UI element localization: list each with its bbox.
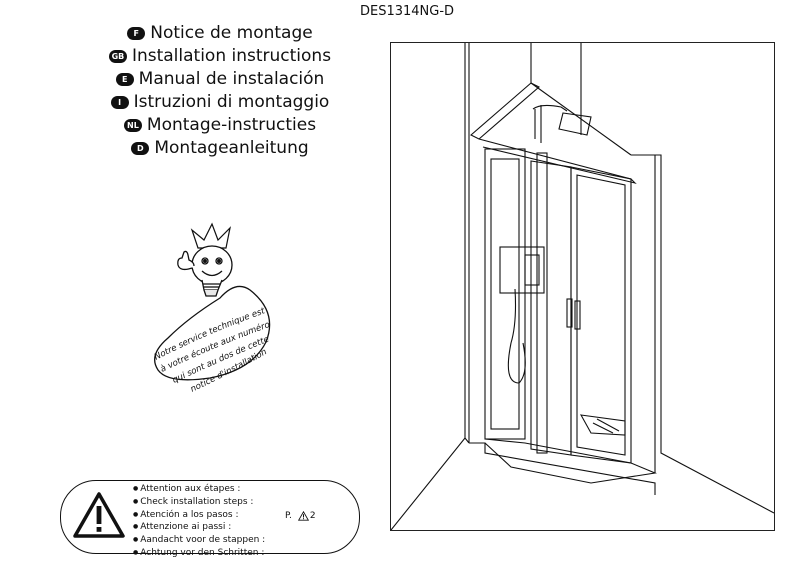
page-number: 2 — [309, 511, 316, 521]
step-line-nl: Aandacht voor de stappen : — [133, 534, 265, 547]
title-text-it: Istruzioni di montaggio — [133, 92, 330, 112]
page-reference: P. 2 — [285, 511, 316, 521]
country-badge-fr: F — [127, 27, 146, 40]
step-line-gb: Check installation steps : — [133, 496, 265, 509]
warning-callout: Attention aux étapes : Check installatio… — [60, 480, 360, 558]
step-line-es: Atención a los pasos : — [133, 509, 265, 522]
small-warning-icon — [297, 511, 309, 521]
country-badge-nl: NL — [123, 119, 142, 132]
language-list: F Notice de montage GB Installation instru… — [60, 22, 380, 160]
language-title-es: E Manual de instalación — [60, 68, 380, 91]
shower-drawing-icon — [390, 43, 775, 531]
title-text-nl: Montage-instructies — [146, 115, 317, 135]
title-text-es: Manual de instalación — [138, 69, 325, 89]
speech-swoosh — [154, 285, 271, 381]
lightbulb-character-icon — [177, 245, 233, 297]
language-title-de: D Montageanleitung — [60, 137, 380, 160]
language-title-it: I Istruzioni di montaggio — [60, 91, 380, 114]
country-badge-es: E — [115, 73, 134, 86]
title-text-de: Montageanleitung — [154, 138, 309, 158]
language-title-nl: NL Montage-instructies — [60, 114, 380, 137]
country-badge-it: I — [110, 96, 129, 109]
document-reference: DES1314NG-D — [360, 4, 455, 19]
title-text-gb: Installation instructions — [131, 46, 332, 66]
country-badge-de: D — [131, 142, 150, 155]
language-title-fr: F Notice de montage — [60, 22, 380, 45]
country-badge-gb: GB — [108, 50, 127, 63]
shower-enclosure-illustration — [390, 42, 775, 531]
step-line-it: Attenzione ai passi : — [133, 521, 265, 534]
step-list: Attention aux étapes : Check installatio… — [133, 483, 265, 560]
step-line-fr: Attention aux étapes : — [133, 483, 265, 496]
warning-triangle-icon — [73, 492, 125, 538]
language-title-gb: GB Installation instructions — [60, 45, 380, 68]
page-prefix: P. — [285, 511, 292, 521]
mascot-illustration: Notre service technique est à votre écou… — [140, 220, 271, 395]
step-line-de: Achtung vor den Schritten : — [133, 547, 265, 560]
title-text-fr: Notice de montage — [150, 23, 313, 43]
crown-icon — [190, 222, 231, 249]
